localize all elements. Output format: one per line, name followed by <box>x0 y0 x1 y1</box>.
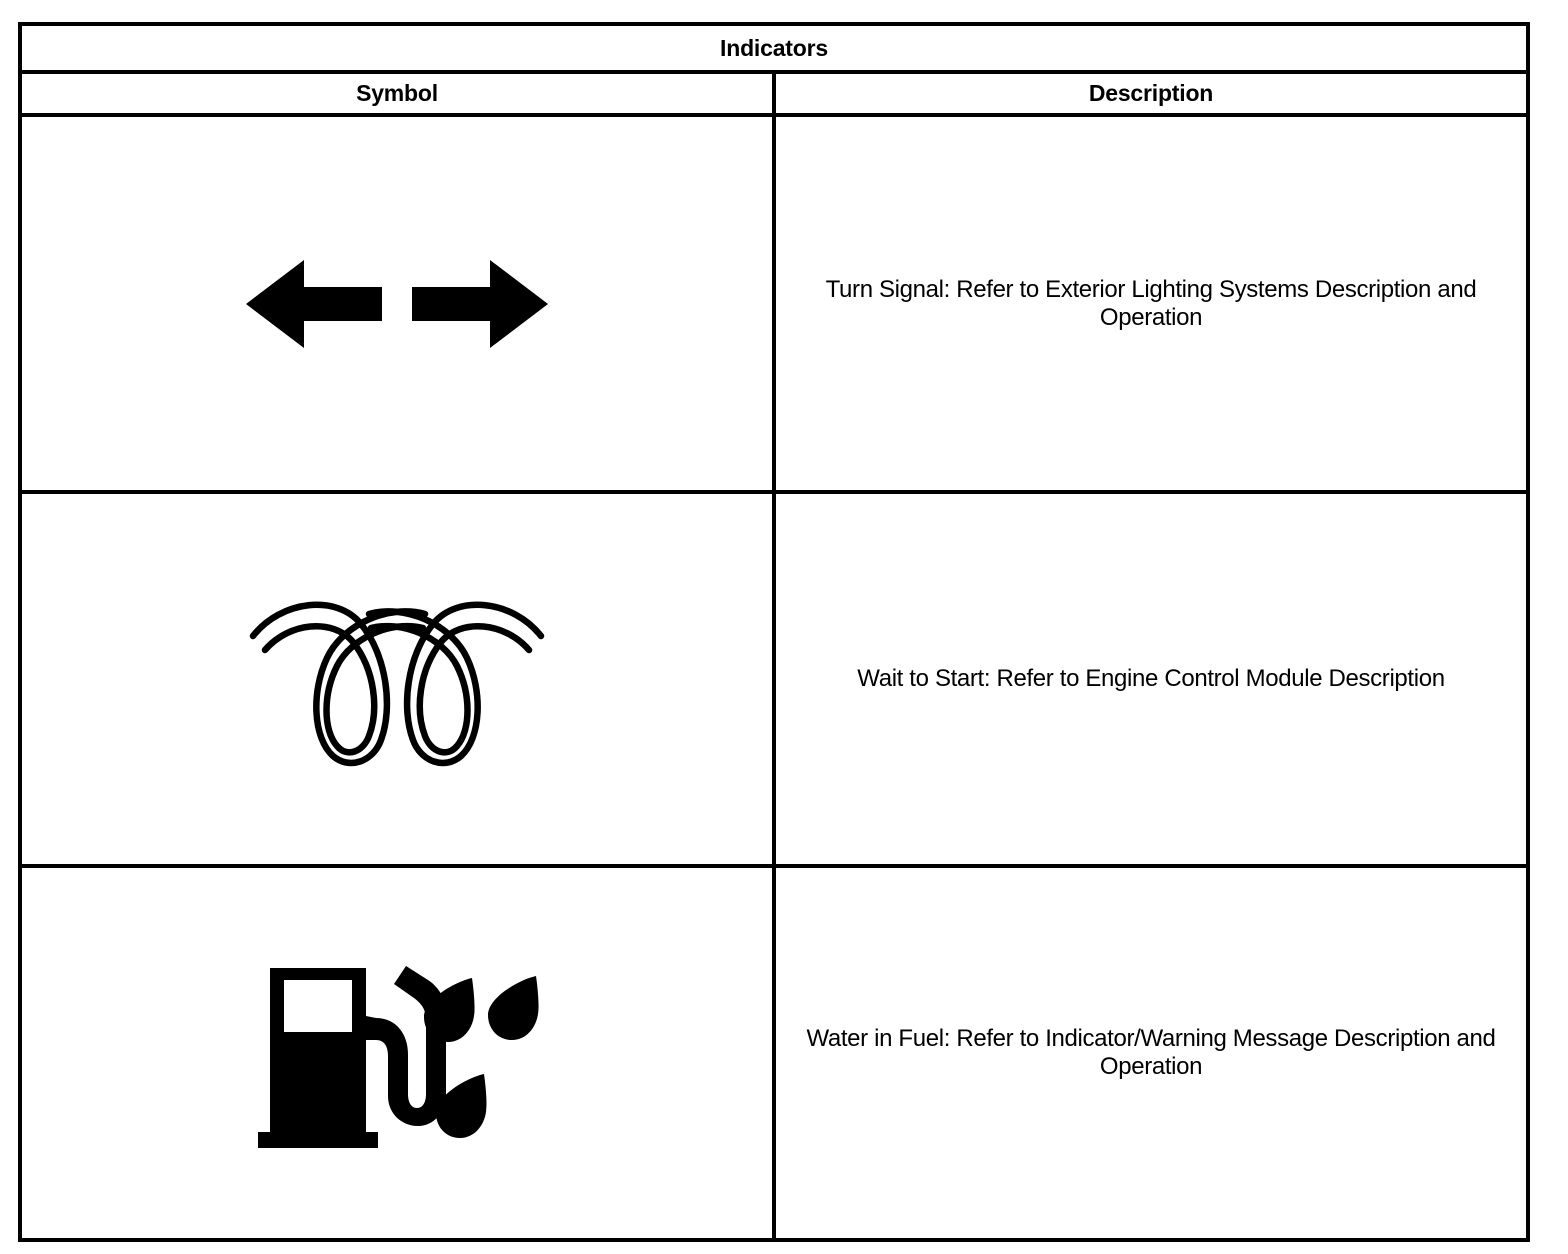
symbol-cell-wait-to-start <box>18 490 776 868</box>
symbol-cell-water-in-fuel <box>18 864 776 1242</box>
description-water-in-fuel: Water in Fuel: Refer to Indicator/Warnin… <box>772 864 1530 1242</box>
indicators-table: Indicators Symbol Description <box>18 22 1530 1242</box>
column-header-description: Description <box>772 70 1530 117</box>
table-header-row: Symbol Description <box>18 70 1530 117</box>
table-row: Water in Fuel: Refer to Indicator/Warnin… <box>18 864 1530 1242</box>
description-wait-to-start: Wait to Start: Refer to Engine Control M… <box>772 490 1530 868</box>
turn-signal-arrows-icon <box>22 256 772 352</box>
table-title-row: Indicators <box>18 22 1530 74</box>
water-in-fuel-icon <box>22 954 772 1152</box>
table-title: Indicators <box>18 22 1530 74</box>
description-turn-signal: Turn Signal: Refer to Exterior Lighting … <box>772 113 1530 494</box>
wait-to-start-glow-plug-icon <box>22 580 772 778</box>
column-header-symbol: Symbol <box>18 70 776 117</box>
table-row: Turn Signal: Refer to Exterior Lighting … <box>18 113 1530 494</box>
symbol-cell-turn-signal <box>18 113 776 494</box>
table-row: Wait to Start: Refer to Engine Control M… <box>18 490 1530 868</box>
